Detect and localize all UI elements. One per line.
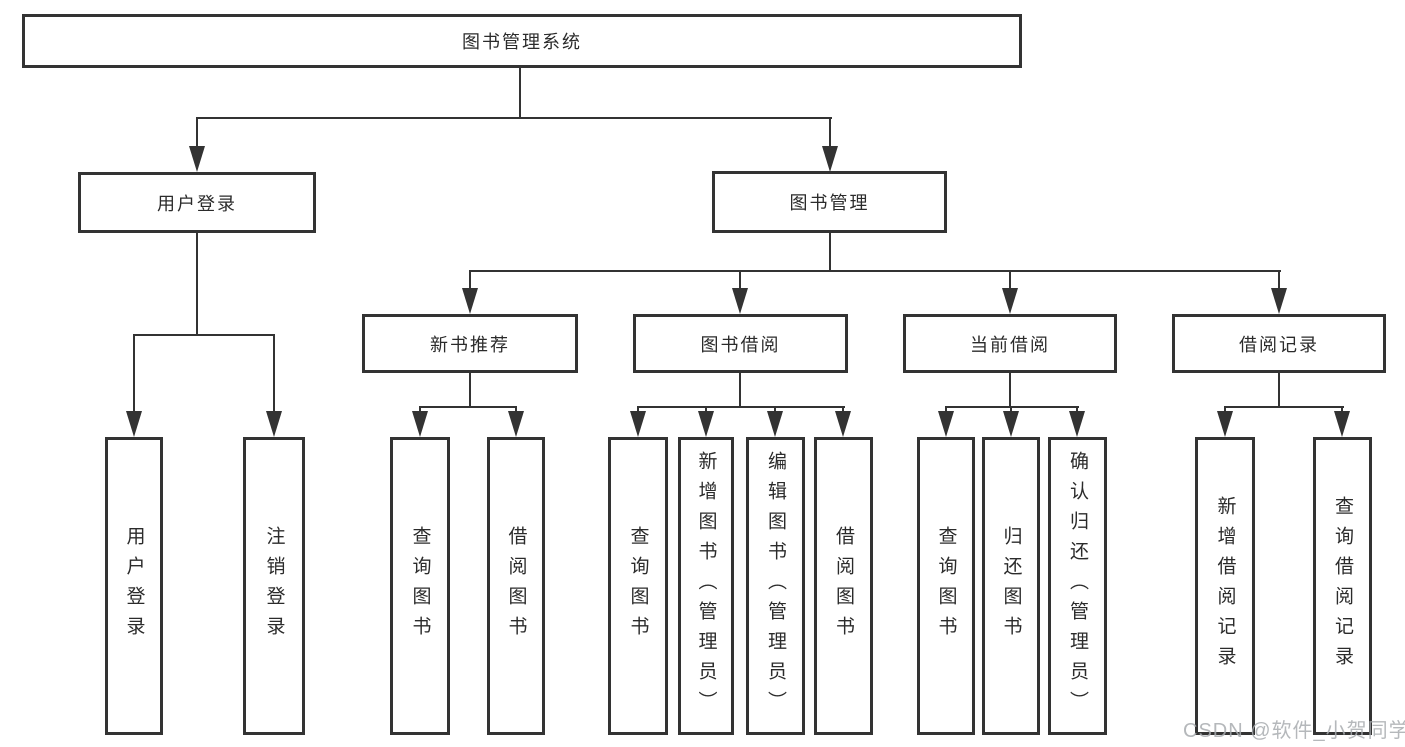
node-book-management: 图书管理 (712, 171, 947, 233)
node-label: 借阅记录 (1239, 334, 1319, 355)
connector-drop (1224, 406, 1226, 412)
connector-stem (1009, 373, 1011, 407)
arrow-down-icon (508, 411, 524, 437)
arrow-down-icon (266, 411, 282, 437)
arrow-down-icon (1271, 288, 1287, 314)
arrow-down-icon (767, 411, 783, 437)
connector-rail (637, 406, 845, 408)
leaf-confirm-return-admin: 确认归还（管理员） (1048, 437, 1107, 735)
leaf-label: 编辑图书（管理员） (765, 451, 786, 721)
node-label: 当前借阅 (970, 334, 1050, 355)
connector-rail (419, 406, 517, 408)
arrow-down-icon (938, 411, 954, 437)
connector-drop (739, 270, 741, 288)
leaf-label: 查询图书 (935, 526, 957, 646)
node-library-management-system: 图书管理系统 (22, 14, 1022, 68)
node-label: 图书管理 (789, 193, 870, 213)
leaf-label: 新增借阅记录 (1214, 496, 1236, 676)
node-label: 图书借阅 (700, 334, 781, 355)
arrow-down-icon (732, 288, 748, 314)
connector-drop (829, 117, 831, 147)
leaf-borrow-books-recommend: 借阅图书 (487, 437, 545, 735)
leaf-query-books-recommend: 查询图书 (390, 437, 450, 735)
arrow-down-icon (1002, 288, 1018, 314)
node-book-borrowing: 图书借阅 (633, 314, 848, 373)
leaf-edit-book-admin: 编辑图书（管理员） (746, 437, 805, 735)
arrow-down-icon (1069, 411, 1085, 437)
node-user-login: 用户登录 (78, 172, 316, 233)
connector-drop (1076, 406, 1078, 412)
connector-drop (469, 270, 471, 288)
arrow-down-icon (835, 411, 851, 437)
leaf-add-borrow-record: 新增借阅记录 (1195, 437, 1255, 735)
connector-drop (1278, 270, 1280, 288)
arrow-down-icon (412, 411, 428, 437)
leaf-label: 注销登录 (263, 526, 285, 646)
connector-drop (774, 406, 776, 412)
leaf-label: 借阅图书 (833, 526, 854, 646)
arrow-down-icon (822, 146, 838, 172)
leaf-label: 查询借阅记录 (1332, 496, 1353, 676)
connector-drop (515, 406, 517, 412)
csdn-watermark: CSDN @软件_小贺同学 (1183, 720, 1405, 742)
connector-root-stem (519, 68, 521, 118)
leaf-label: 借阅图书 (505, 526, 527, 646)
leaf-add-book-admin: 新增图书（管理员） (678, 437, 734, 735)
connector-stem (1278, 373, 1280, 407)
connector-l3-rail (469, 270, 1281, 272)
arrow-down-icon (1217, 411, 1233, 437)
node-label: 图书管理系统 (462, 32, 582, 52)
connector-rail (1224, 406, 1344, 408)
connector-drop (1010, 406, 1012, 412)
node-borrowing-records: 借阅记录 (1172, 314, 1386, 373)
leaf-user-login: 用户登录 (105, 437, 163, 735)
leaf-query-borrow-record: 查询借阅记录 (1313, 437, 1372, 735)
connector-drop (196, 117, 198, 147)
connector-drop (1341, 406, 1343, 412)
arrow-down-icon (698, 411, 714, 437)
connector-stem (829, 233, 831, 271)
arrow-down-icon (462, 288, 478, 314)
arrow-down-icon (1334, 411, 1350, 437)
connector-drop (945, 406, 947, 412)
connector-drop (705, 406, 707, 412)
leaf-query-books-borrowing: 查询图书 (608, 437, 668, 735)
connector-stem (739, 373, 741, 407)
leaf-label: 确认归还（管理员） (1067, 451, 1088, 721)
leaf-query-books-current: 查询图书 (917, 437, 975, 735)
leaf-label: 归还图书 (1000, 526, 1022, 646)
leaf-logout: 注销登录 (243, 437, 305, 735)
connector-drop (842, 406, 844, 412)
leaf-label: 新增图书（管理员） (695, 451, 717, 721)
connector-drop (419, 406, 421, 412)
node-label: 用户登录 (157, 193, 237, 214)
connector-drop (1009, 270, 1011, 288)
leaf-label: 查询图书 (409, 526, 431, 646)
node-label: 新书推荐 (430, 334, 510, 355)
leaf-return-books: 归还图书 (982, 437, 1040, 735)
leaf-label: 用户登录 (123, 526, 145, 646)
arrow-down-icon (1003, 411, 1019, 437)
leaf-label: 查询图书 (627, 526, 649, 646)
connector-rail (133, 334, 275, 336)
connector-drop (133, 334, 135, 411)
node-new-book-recommendation: 新书推荐 (362, 314, 578, 373)
connector-stem (196, 233, 198, 335)
leaf-borrow-books-borrowing: 借阅图书 (814, 437, 873, 735)
arrow-down-icon (189, 146, 205, 172)
arrow-down-icon (630, 411, 646, 437)
connector-drop (273, 334, 275, 411)
connector-l2-rail (196, 117, 832, 119)
arrow-down-icon (126, 411, 142, 437)
connector-stem (469, 373, 471, 407)
connector-drop (637, 406, 639, 412)
node-current-borrowing: 当前借阅 (903, 314, 1117, 373)
connector-rail (945, 406, 1079, 408)
